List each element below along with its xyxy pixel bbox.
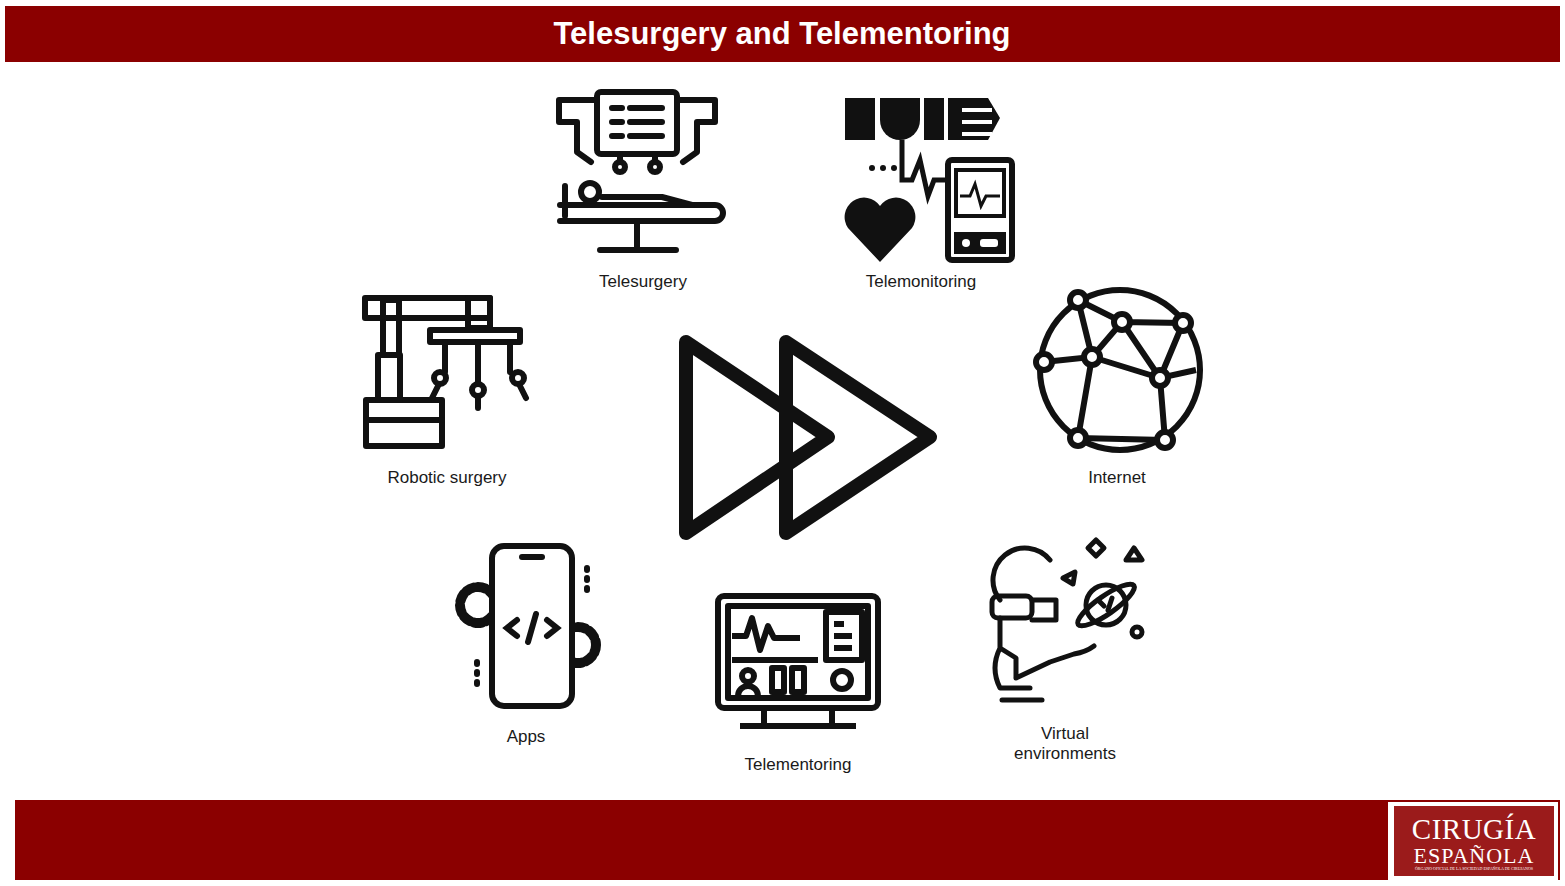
logo-frame <box>1388 802 1558 880</box>
vr-person-icon <box>992 540 1142 700</box>
icon-label: Virtual environments <box>1010 724 1120 765</box>
title: Telesurgery and Telementoring <box>553 15 1010 52</box>
icon-label: Telementoring <box>745 755 852 775</box>
icon-label: Telemonitoring <box>866 272 977 292</box>
screen-icon <box>718 596 878 726</box>
logo-text: CIRUGÍA <box>1412 812 1536 847</box>
title-bar <box>5 6 1560 62</box>
phone-icon <box>460 546 596 706</box>
logo-text: ESPAÑOLA <box>1414 843 1535 869</box>
icon-label: Internet <box>1088 468 1146 488</box>
telemonitoring-icon <box>845 98 1012 262</box>
logo-box <box>1394 806 1554 876</box>
icon-label: Apps <box>507 727 546 747</box>
icon-label: Telesurgery <box>599 272 687 292</box>
globe-icon <box>1036 290 1200 450</box>
logo-subtitle: ÓRGANO OFICIAL DE LA SOCIEDAD ESPAÑOLA D… <box>1415 867 1533 872</box>
footer-bar <box>15 800 1560 880</box>
robot-icon <box>365 298 526 446</box>
forward-symbol <box>686 342 930 533</box>
telesurgery-icon <box>559 92 723 250</box>
icon-label: Robotic surgery <box>387 468 506 488</box>
